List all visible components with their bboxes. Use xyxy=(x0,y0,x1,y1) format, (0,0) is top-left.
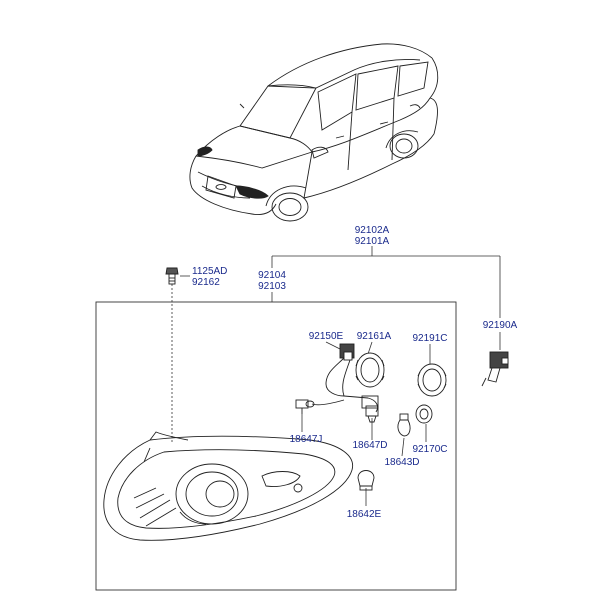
bolt-icon xyxy=(165,267,179,285)
label-92161a: 92161A xyxy=(357,331,392,342)
label-92101a: 92101A xyxy=(355,236,390,247)
label-18647d: 18647D xyxy=(352,440,387,451)
dust-cap-icon xyxy=(355,352,385,388)
label-92102a: 92102A xyxy=(355,225,390,236)
cover-ring-icon xyxy=(417,363,447,397)
label-92104: 92104 xyxy=(258,270,286,281)
headlamp-assembly-icon xyxy=(103,431,354,541)
bulb-18642e-icon xyxy=(357,470,375,491)
part-labels: 92102A 92101A 1125AD 92162 92104 92103 9… xyxy=(192,225,518,520)
label-18647j: 18647J xyxy=(290,434,323,445)
bulb-18647j-icon xyxy=(295,399,315,414)
assembly-frame xyxy=(95,301,457,591)
label-92150e: 92150E xyxy=(309,331,344,342)
label-92103: 92103 xyxy=(258,281,286,292)
bulb-18647d-icon xyxy=(365,405,379,423)
bulb-18643d-icon xyxy=(397,413,411,437)
leader-lines xyxy=(171,246,501,506)
label-92162: 92162 xyxy=(192,277,220,288)
label-92191c: 92191C xyxy=(412,333,447,344)
label-92170c: 92170C xyxy=(412,444,447,455)
label-18643d: 18643D xyxy=(384,457,419,468)
socket-harness-icon xyxy=(311,343,379,413)
leveling-motor-icon xyxy=(481,351,509,387)
label-18642e: 18642E xyxy=(347,509,382,520)
label-1125ad: 1125AD xyxy=(192,266,227,277)
label-92190a: 92190A xyxy=(483,320,518,331)
holder-92170c-icon xyxy=(415,404,433,424)
car-illustration xyxy=(189,43,439,222)
